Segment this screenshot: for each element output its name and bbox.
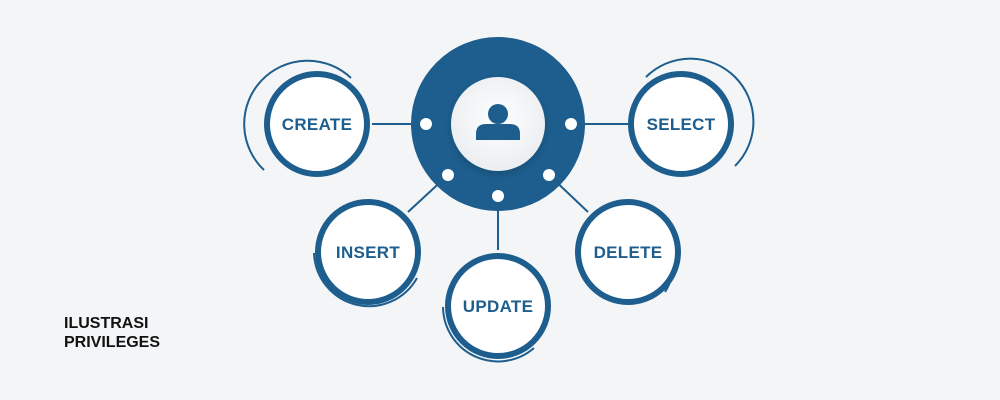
node-label-delete: DELETE (594, 243, 663, 262)
node-label-create: CREATE (282, 115, 352, 134)
node-create[interactable]: CREATE (243, 59, 370, 177)
port-update (492, 190, 504, 202)
node-select[interactable]: SELECT (628, 57, 755, 177)
node-label-insert: INSERT (336, 243, 400, 262)
node-update[interactable]: UPDATE (442, 253, 551, 363)
caption-line-1: ILUSTRASI (64, 315, 149, 332)
port-insert (442, 169, 454, 181)
hub-ports (420, 118, 577, 202)
node-insert[interactable]: INSERT (313, 199, 421, 308)
node-label-select: SELECT (647, 115, 716, 134)
user-icon (476, 104, 520, 140)
caption: ILUSTRASI PRIVILEGES (64, 314, 160, 352)
port-select (565, 118, 577, 130)
central-hub (411, 37, 585, 211)
node-delete[interactable]: DELETE (575, 199, 681, 305)
port-delete (543, 169, 555, 181)
port-create (420, 118, 432, 130)
caption-line-2: PRIVILEGES (64, 334, 161, 351)
node-label-update: UPDATE (463, 297, 533, 316)
